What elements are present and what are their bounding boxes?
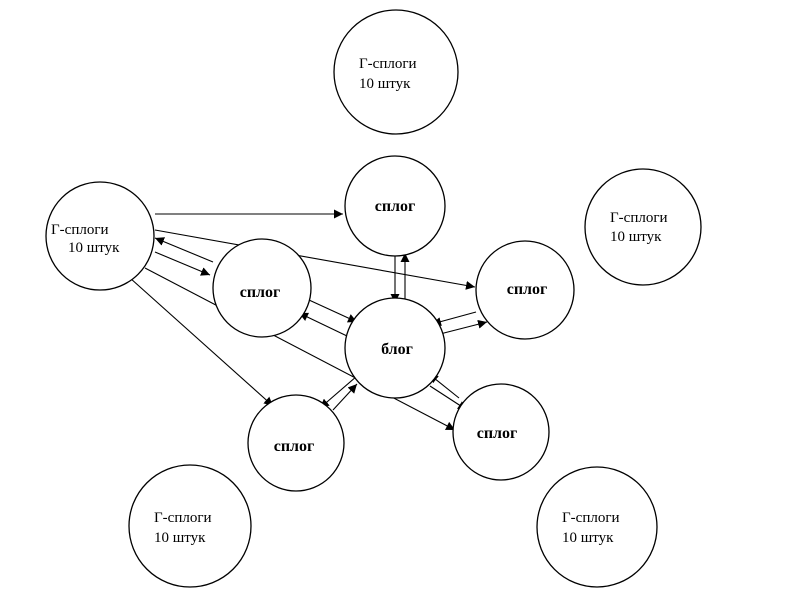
g-splogs-left-line2: 10 штук	[68, 240, 120, 256]
g-splogs-right-line2: 10 штук	[610, 229, 662, 245]
edge-gleft-to-splogleft	[154, 251, 211, 276]
splog-right-node: сплог	[475, 240, 575, 340]
edge-gleft-to-splogright	[154, 229, 476, 290]
edge-splogleft-to-gleft	[154, 237, 214, 263]
g-splogs-top-line2: 10 штук	[359, 76, 411, 92]
edge-splogleft-to-blog	[308, 299, 358, 323]
g-splogs-bottom-left-line1: Г-сплоги	[154, 510, 212, 526]
blog-node: блог	[344, 297, 446, 399]
edge-blog-to-splogbotleft	[319, 375, 358, 409]
splog-bottom-left-label: сплог	[274, 438, 315, 455]
g-splogs-left-line1: Г-сплоги	[51, 222, 109, 238]
edges	[129, 209, 488, 431]
g-splogs-left-node: Г-сплоги 10 штук	[45, 181, 155, 291]
splog-top-label: сплог	[375, 198, 416, 215]
splog-bottom-right-node: сплог	[452, 383, 550, 481]
edge-gleft-to-splogbotleft	[129, 277, 274, 407]
splog-left-label: сплог	[240, 284, 281, 301]
g-splogs-right-node: Г-сплоги 10 штук	[584, 168, 702, 286]
g-splogs-bottom-right-line2: 10 штук	[562, 530, 614, 546]
g-splogs-bottom-right-node: Г-сплоги 10 штук	[536, 466, 658, 588]
edge-splogbotleft-to-blog	[332, 383, 358, 411]
splog-bottom-right-label: сплог	[477, 425, 518, 442]
splog-right-label: сплог	[507, 281, 548, 298]
g-splogs-bottom-left-line2: 10 штук	[154, 530, 206, 546]
edge-splogright-to-blog	[431, 311, 477, 326]
blog-label: блог	[381, 341, 413, 358]
g-splogs-right-line1: Г-сплоги	[610, 210, 668, 226]
edge-blog-to-splogright	[439, 319, 488, 335]
g-splogs-top-node: Г-сплоги 10 штук	[333, 9, 459, 135]
g-splogs-top-line1: Г-сплоги	[359, 56, 417, 72]
splog-bottom-left-node: сплог	[247, 394, 345, 492]
g-splogs-bottom-left-node: Г-сплоги 10 штук	[128, 464, 252, 588]
edge-blog-to-splogleft	[298, 312, 348, 337]
edge-gleft-to-splogbotright	[144, 267, 456, 431]
g-splogs-bottom-right-line1: Г-сплоги	[562, 510, 620, 526]
splog-top-node: сплог	[344, 155, 446, 257]
splog-left-node: сплог	[212, 238, 312, 338]
